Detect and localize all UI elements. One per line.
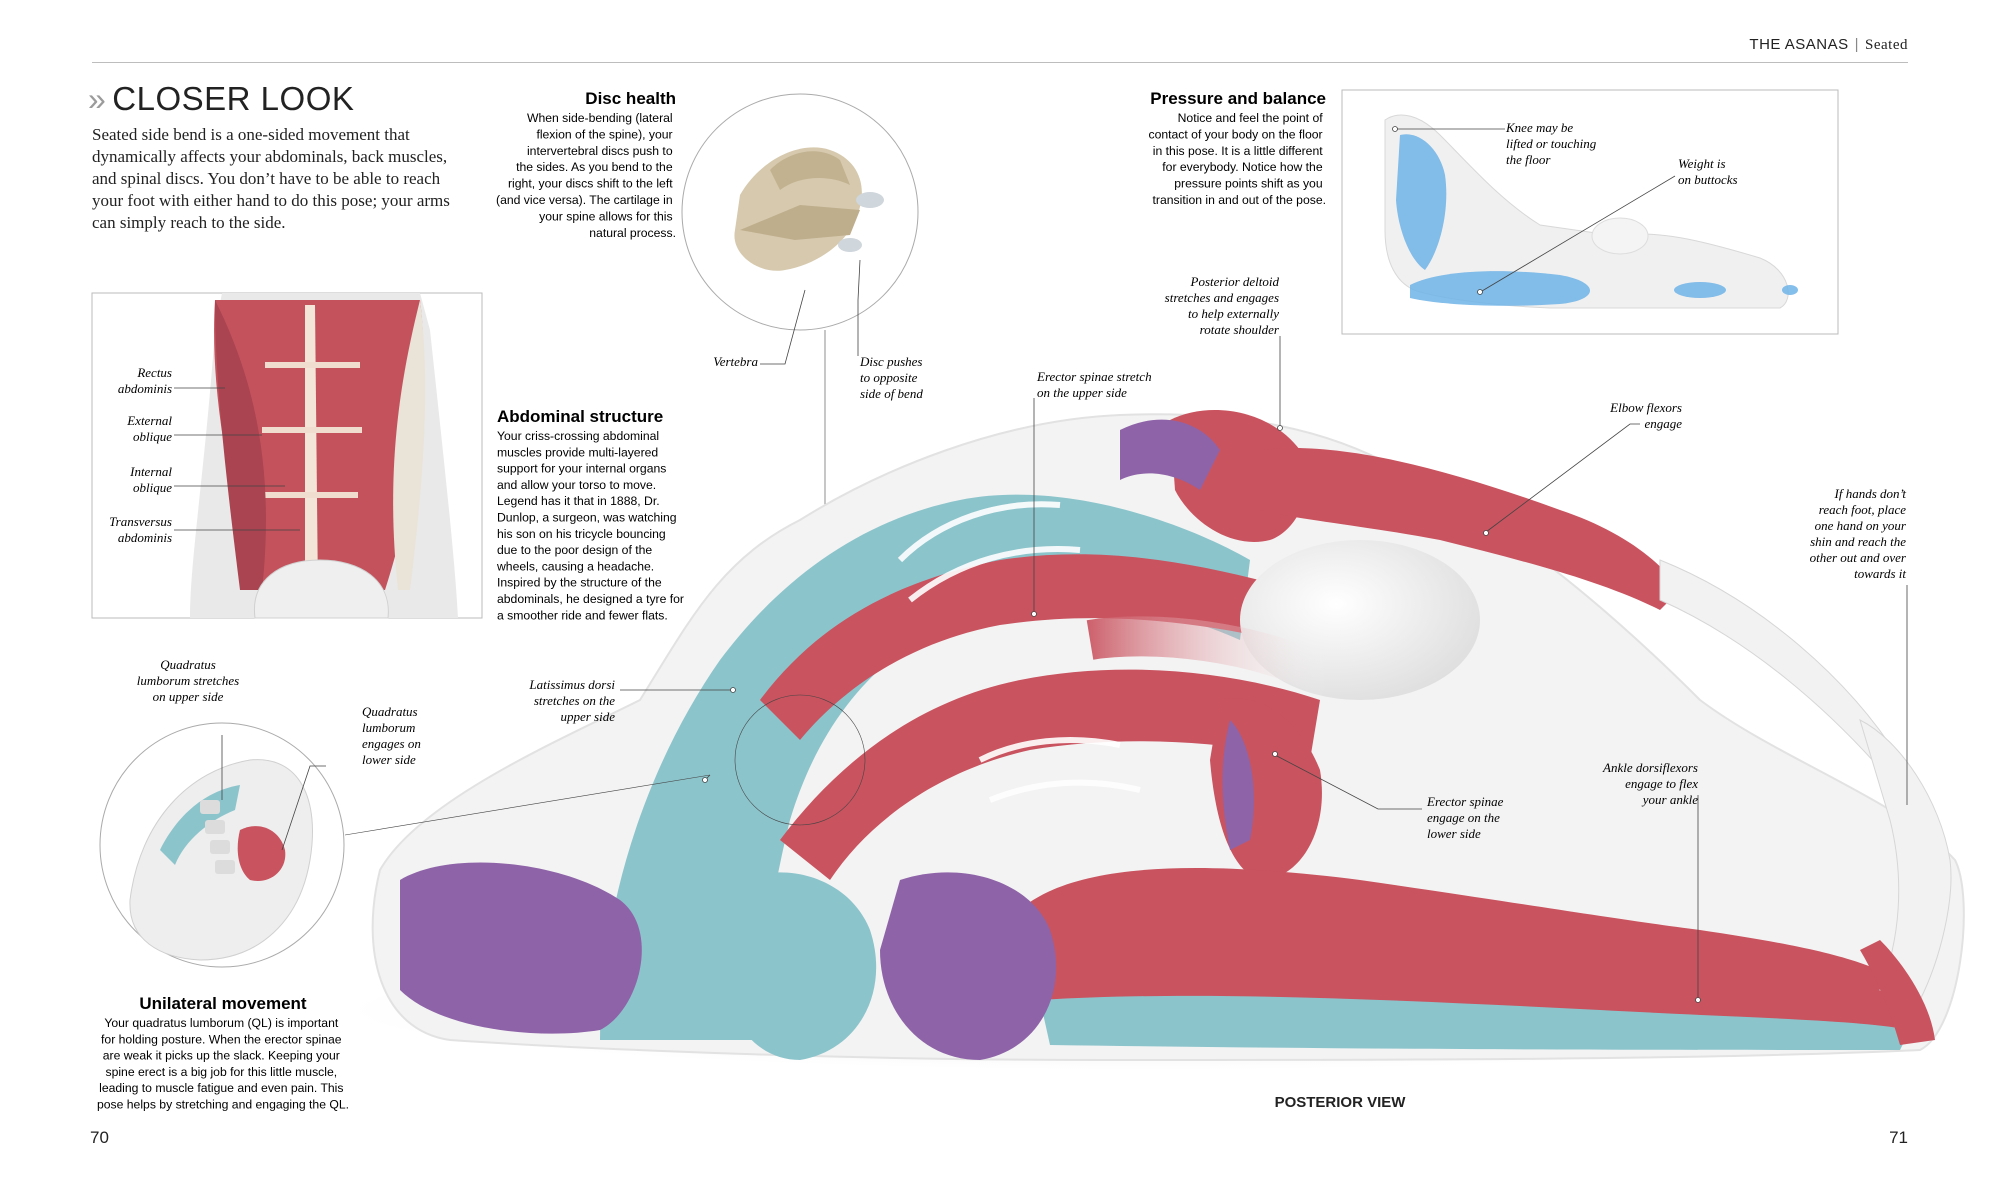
lumbar-region: [129, 759, 313, 961]
unilateral-text: Your quadratus lumborum (QL) is importan…: [97, 1016, 349, 1112]
hip-muscle: [720, 872, 877, 1060]
page-number-left: 70: [90, 1128, 109, 1147]
transversus-layer: [393, 300, 426, 590]
erector-spinae-upper: [760, 554, 1330, 740]
abdominal-muscles: [214, 300, 424, 590]
closer-look-heading: »CLOSER LOOK: [88, 80, 354, 118]
intro-paragraph: Seated side bend is a one-sided movement…: [92, 125, 450, 232]
running-head-section: THE ASANAS: [1749, 36, 1849, 53]
running-head-subsection: Seated: [1865, 37, 1908, 53]
lumbar-vertebrae: [200, 800, 235, 874]
pressure-balance-title: Pressure and balance: [1150, 89, 1326, 108]
faded-muscle: [1086, 616, 1340, 698]
gluteus: [880, 872, 1057, 1060]
calf-muscles: [1040, 995, 1910, 1050]
foot-muscles: [1860, 940, 1935, 1045]
disc-health-title: Disc health: [585, 89, 676, 108]
zoom-ring: [734, 694, 866, 826]
header-rule: [92, 62, 1908, 63]
closer-look-title: CLOSER LOOK: [112, 80, 355, 117]
double-chevron-icon: »: [88, 81, 107, 117]
ribs: [897, 501, 1141, 803]
posterior-view-caption: POSTERIOR VIEW: [1275, 1094, 1407, 1111]
disc-inset: [681, 93, 919, 830]
main-figure: [350, 410, 1965, 1070]
running-head-separator: |: [1854, 36, 1860, 53]
pelvis-bone: [253, 559, 389, 619]
foot-pressure-area: [1782, 285, 1798, 295]
abdominal-inset: [91, 292, 483, 619]
pressure-inset: [1341, 89, 1839, 335]
thigh-muscle: [400, 862, 642, 1034]
abdominal-structure-text: Your criss-crossing abdominal muscles pr…: [496, 429, 687, 622]
head-silhouette: [1591, 217, 1649, 255]
label-vertebra: Vertebra: [713, 354, 758, 369]
ql-lower-side: [237, 826, 286, 881]
leader-lines: [620, 336, 1908, 1000]
rotator-cuff: [1120, 419, 1220, 490]
linea-alba: [305, 305, 318, 595]
leg-muscles: [1010, 868, 1910, 1030]
page-number-right: 71: [1889, 1128, 1908, 1147]
disc-health-text: When side-bending (lateral flexion of th…: [496, 111, 676, 240]
hand-bones: [1859, 719, 1952, 1001]
unilateral-title: Unilateral movement: [139, 994, 307, 1013]
upper-arm-flexors: [1260, 448, 1680, 610]
leader-dots: [702, 425, 1701, 1003]
ql-inset: [99, 694, 866, 968]
intervertebral-disc: [740, 205, 860, 240]
disc-bulge-lower: [838, 238, 862, 252]
tendinous-intersections: [262, 362, 362, 498]
vertebra-process: [770, 151, 850, 190]
abdominal-structure-title: Abdominal structure: [497, 407, 663, 426]
lower-deltoid: [1222, 720, 1254, 850]
buttocks-pressure-area: [1410, 271, 1590, 306]
oblique-layer: [215, 300, 266, 590]
knee-pressure-area: [1396, 134, 1447, 270]
erector-spinae-lower: [780, 669, 1320, 880]
heel-pressure-area: [1674, 282, 1726, 298]
pressure-balance-text: Notice and feel the point of contact of …: [1148, 111, 1326, 207]
disc-bulge: [856, 192, 884, 208]
running-head: THE ASANAS | Seated: [1749, 36, 1908, 54]
